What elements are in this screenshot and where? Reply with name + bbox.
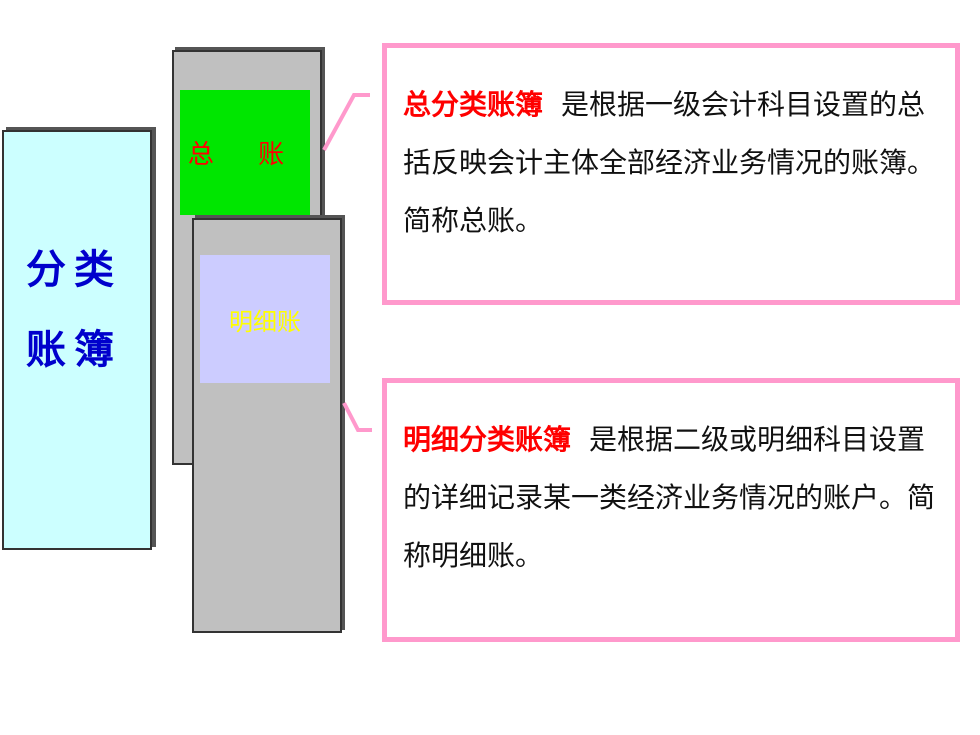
main-char-1: 分 — [26, 247, 66, 293]
general-ledger-label: 总 账 — [180, 90, 310, 215]
general-ledger-description: 总分类账簿是根据一级会计科目设置的总括反映会计主体全部经济业务情况的账簿。简称总… — [382, 43, 960, 305]
general-ledger-definition: 是根据一级会计科目设置的总括反映会计主体全部经济业务情况的账簿。简称总账。 — [403, 88, 936, 237]
main-char-4: 簿 — [74, 327, 114, 373]
main-char-2: 类 — [74, 247, 114, 293]
detail-ledger-definition: 是根据二级或明细科目设置的详细记录某一类经济业务情况的账户。简称明细账。 — [403, 423, 936, 572]
ledger-category-box: 分 类 账 簿 — [2, 130, 152, 550]
connector-general — [322, 93, 370, 151]
detail-ledger-term: 明细分类账簿 — [403, 423, 572, 456]
detail-ledger-description: 明细分类账簿是根据二级或明细科目设置的详细记录某一类经济业务情况的账户。简称明细… — [382, 378, 960, 642]
main-char-3: 账 — [26, 327, 66, 373]
detail-ledger-label: 明细账 — [200, 255, 330, 383]
general-ledger-term: 总分类账簿 — [403, 88, 544, 121]
connector-detail — [342, 402, 372, 432]
